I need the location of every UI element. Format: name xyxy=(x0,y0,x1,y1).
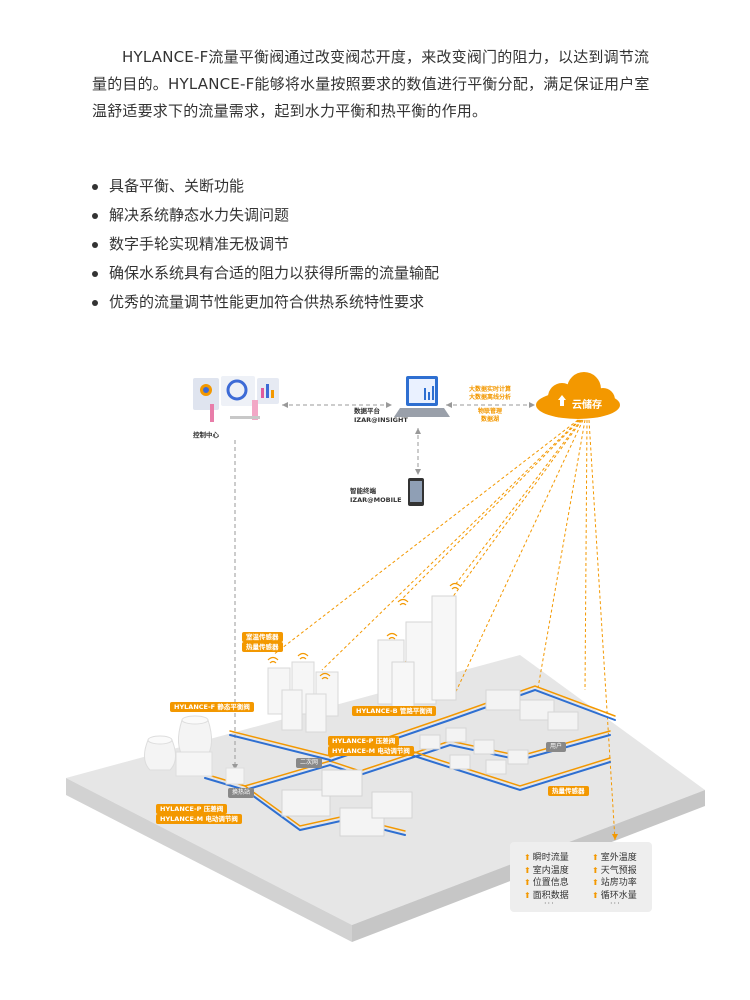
low-rise-blocks xyxy=(419,689,579,775)
tag-room-sensor-1: 室温传感器 xyxy=(242,632,283,642)
feature-item: 数字手轮实现精准无极调节 xyxy=(92,230,439,259)
cloud-icon xyxy=(536,372,620,419)
big-data-label-1: 大数据实时计算 xyxy=(469,385,511,393)
feature-item: 解决系统静态水力失调问题 xyxy=(92,201,439,230)
up-arrow-icon: ⬆ xyxy=(524,890,531,900)
data-platform-label: 数据平台 xyxy=(354,406,381,415)
feature-item: 具备平衡、关断功能 xyxy=(92,172,439,201)
legend-item: ⬆循环水量 xyxy=(592,890,637,901)
data-platform-name: IZAR@INSIGHT xyxy=(354,416,408,424)
up-arrow-icon: ⬆ xyxy=(592,865,599,875)
up-arrow-icon: ⬆ xyxy=(524,878,531,887)
tag-hylance-f: HYLANCE-F 静态平衡阀 xyxy=(170,702,254,712)
legend-column-left: ⬆瞬时流量 ⬆室内温度 ⬆位置信息 ⬆面积数据 xyxy=(524,852,569,902)
network-links xyxy=(234,404,535,770)
tag-hylance-pm-3: HYLANCE-P 压差阀 xyxy=(156,804,228,814)
power-plant xyxy=(144,715,245,785)
up-arrow-icon: ⬆ xyxy=(524,865,531,875)
legend-item: ⬆室外温度 xyxy=(592,853,637,863)
laptop-icon xyxy=(394,376,450,417)
control-center-label: 控制中心 xyxy=(193,430,220,439)
feature-item: 确保水系统具有合适的阻力以获得所需的流量输配 xyxy=(92,259,439,288)
cloud-links xyxy=(272,419,616,841)
legend-column-right: ⬆室外温度 ⬆天气预报 ⬆站房功率 ⬆循环水量 xyxy=(592,852,637,902)
legend-more-left: ··· xyxy=(544,899,555,908)
wifi-icon xyxy=(267,582,461,680)
tower-buildings xyxy=(377,595,457,709)
tag-room-sensor-2: 热量传感器 xyxy=(242,642,283,652)
big-data-label-2: 大数据离线分析 xyxy=(469,393,511,401)
residential-buildings xyxy=(267,661,339,733)
legend-more-right: ··· xyxy=(610,899,621,908)
up-arrow-icon: ⬆ xyxy=(524,853,531,862)
legend-item: ⬆室内温度 xyxy=(524,865,569,876)
iot-label-2: 数据湖 xyxy=(481,415,499,423)
up-arrow-icon: ⬆ xyxy=(592,878,599,887)
legend-item: ⬆位置信息 xyxy=(524,878,569,888)
tag-exchange-station: 换热站 xyxy=(228,788,255,798)
cloud-label: 云储存 xyxy=(572,398,602,411)
legend-item: ⬆面积数据 xyxy=(524,890,569,901)
iot-label-1: 物联管理 xyxy=(478,407,502,415)
legend-item: ⬆瞬时流量 xyxy=(524,853,569,863)
tag-hylance-pm-4: HYLANCE-M 电动调节阀 xyxy=(156,814,242,824)
feature-list: 具备平衡、关断功能 解决系统静态水力失调问题 数字手轮实现精准无极调节 确保水系… xyxy=(92,172,439,317)
control-center-icon xyxy=(193,376,279,422)
tag-hylance-pm-1: HYLANCE-P 压差阀 xyxy=(328,736,400,746)
intro-paragraph: HYLANCE-F流量平衡阀通过改变阀芯开度，来改变阀门的阻力，以达到调节流量的… xyxy=(92,48,650,120)
tag-user: 用户 xyxy=(546,742,567,752)
tag-hylance-b: HYLANCE-B 管路平衡阀 xyxy=(352,706,437,716)
smart-terminal-name: IZAR@MOBILE xyxy=(350,496,402,504)
legend-item: ⬆天气预报 xyxy=(592,865,637,876)
front-buildings xyxy=(281,769,413,837)
tag-hylance-pm-2: HYLANCE-M 电动调节阀 xyxy=(328,746,414,756)
tag-heat-sensor: 热量传感器 xyxy=(548,786,589,796)
feature-item: 优秀的流量调节性能更加符合供热系统特性要求 xyxy=(92,288,439,317)
mobile-icon xyxy=(408,478,424,506)
legend-item: ⬆站房功率 xyxy=(592,878,637,888)
smart-terminal-label: 智能终端 xyxy=(350,486,377,495)
up-arrow-icon: ⬆ xyxy=(592,853,599,862)
up-arrow-icon: ⬆ xyxy=(592,890,599,900)
data-legend: ⬆瞬时流量 ⬆室内温度 ⬆位置信息 ⬆面积数据 ⬆室外温度 ⬆天气预报 ⬆站房功… xyxy=(510,842,652,912)
tag-secondary-net: 二次网 xyxy=(296,758,323,768)
